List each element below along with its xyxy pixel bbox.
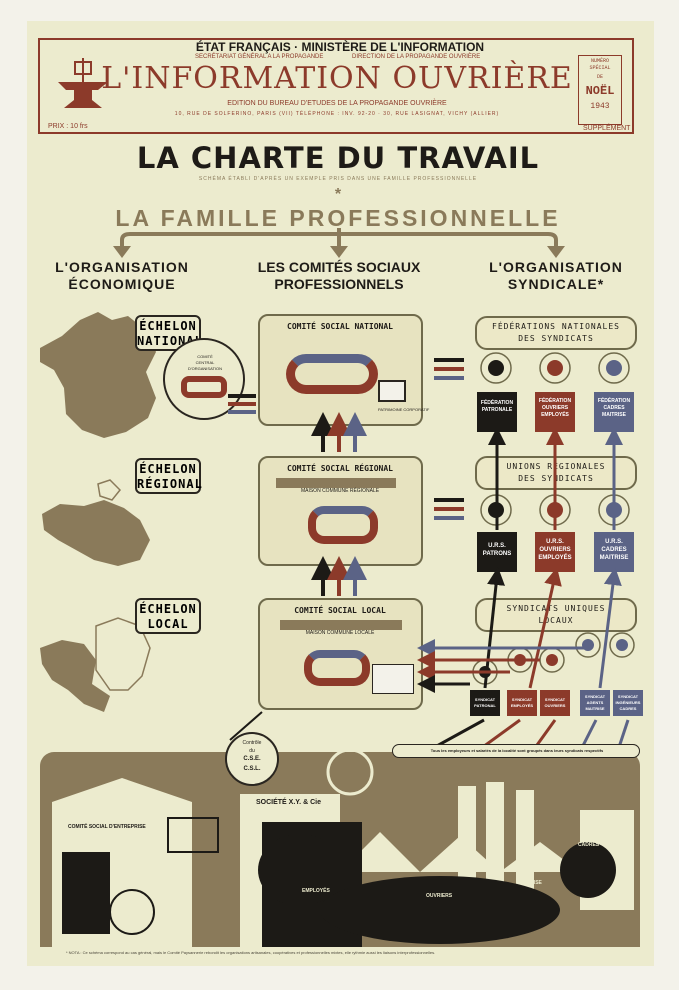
column-middle-line1: LES COMITÉS SOCIAUX xyxy=(257,259,421,275)
roof-icon xyxy=(280,620,402,630)
masthead-price: PRIX : 10 frs xyxy=(48,123,88,130)
controle-line: du xyxy=(249,748,255,754)
masthead-edition: EDITION DU BUREAU D'ETUDES DE LA PROPAGA… xyxy=(227,100,447,107)
maison-locale-label: MAISON COMMUNE LOCALE xyxy=(305,630,375,636)
factory-scene xyxy=(52,752,634,947)
special-line: NUMÉRO xyxy=(590,58,610,64)
map-france-national xyxy=(40,312,156,438)
special-line: SPÉCIAL xyxy=(589,65,611,71)
map-region xyxy=(42,500,150,566)
conference-table-icon xyxy=(304,650,370,686)
comite-central-circle: COMITÉ CENTRAL D'ORGANISATION xyxy=(163,338,245,420)
pill-line: LOCAUX xyxy=(538,616,574,625)
masthead-top-line: ÉTAT FRANÇAIS · MINISTÈRE DE L'INFORMATI… xyxy=(195,40,485,54)
pill-line: SYNDICATS UNIQUES xyxy=(506,604,606,613)
conference-table-icon xyxy=(308,506,378,544)
pill-line: FÉDÉRATIONS NATIONALES xyxy=(492,322,620,331)
comite-org-line: D'ORGANISATION xyxy=(187,366,223,371)
map-region-outline xyxy=(97,479,122,501)
special-line: DE xyxy=(596,74,604,80)
pill-line: DES SYNDICATS xyxy=(518,334,594,343)
conference-table-icon xyxy=(286,354,378,394)
grouping-banner: Tous les employeurs et salariés de la lo… xyxy=(392,744,640,758)
patron-label: PATRON xyxy=(298,817,319,823)
map-local xyxy=(40,640,110,712)
supplement-label: SUPPLÉMENT xyxy=(583,125,631,132)
comite-entreprise-label: COMITÉ SOCIAL D'ENTREPRISE xyxy=(68,824,146,830)
comite-local-box: COMITÉ SOCIAL LOCAL MAISON COMMUNE LOCAL… xyxy=(258,598,423,710)
ouvriers-label: OUVRIERS xyxy=(426,893,453,899)
page-subtitle: SCHÉMA ÉTABLI D'APRÈS UN EXEMPLE PRIS DA… xyxy=(198,176,478,182)
masthead-frame xyxy=(38,38,634,134)
star-mark: * xyxy=(334,186,342,203)
urs-patrons-box: U.R.S.PATRONS xyxy=(477,532,517,572)
column-middle-line2: PROFESSIONNELS xyxy=(274,276,404,292)
comite-regional-box: COMITÉ SOCIAL RÉGIONAL MAISON COMMUNE RÉ… xyxy=(258,456,423,566)
column-right-line1: L'ORGANISATION xyxy=(489,259,623,275)
controle-line: C.S.L. xyxy=(243,766,261,772)
cadres-label: CADRES xyxy=(578,842,600,848)
masthead-sub-left: SECRÉTARIAT GÉNÉRAL A LA PROPAGANDE xyxy=(195,54,324,60)
controle-circle: Contrôle du C.S.E. C.S.L. xyxy=(225,732,279,786)
column-left-line1: L'ORGANISATION xyxy=(55,259,189,275)
masthead-title: L'INFORMATION OUVRIÈRE xyxy=(101,61,573,96)
notice-board-icon xyxy=(372,664,414,694)
page-title: LA CHARTE DU TRAVAIL xyxy=(136,141,540,175)
map-local-outline xyxy=(95,617,151,691)
patrimoine-safe-icon xyxy=(378,380,406,402)
comite-org-line: CENTRAL xyxy=(195,360,215,365)
special-issue-box: NUMÉRO SPÉCIAL DE NOËL 1943 xyxy=(578,55,622,125)
footnote: * NOTA : Ce schéma correspond au cas gén… xyxy=(66,950,436,955)
anvil-logo-icon xyxy=(58,58,108,108)
column-right-line2: SYNDICALE* xyxy=(507,276,605,292)
comite-regional-title: COMITÉ SOCIAL RÉGIONAL xyxy=(287,464,393,473)
masthead-sub-right: DIRECTION DE LA PROPAGANDE OUVRIÈRE xyxy=(352,54,481,60)
banner-text: Tous les employeurs et salariés de la lo… xyxy=(430,748,604,753)
federations-nationales-pill: FÉDÉRATIONS NATIONALES DES SYNDICATS xyxy=(475,316,637,350)
comite-national-title: COMITÉ SOCIAL NATIONAL xyxy=(287,322,393,331)
societe-label: SOCIÉTÉ X.Y. & Cie xyxy=(256,799,321,806)
comite-org-line: COMITÉ xyxy=(197,354,213,359)
maison-regionale-label: MAISON COMMUNE RÉGIONALE xyxy=(300,488,380,494)
comite-national-box: COMITÉ SOCIAL NATIONAL PATRIMOINE CORPOR… xyxy=(258,314,429,426)
masthead-address: 10, RUE DE SOLFERINO, PARIS (VII) TÉLÉPH… xyxy=(174,111,500,117)
roof-icon xyxy=(276,478,396,488)
comite-local-title: COMITÉ SOCIAL LOCAL xyxy=(294,606,386,615)
employes-label: EMPLOYÉS xyxy=(302,888,330,894)
patrimoine-label: PATRIMOINE CORPORATIF xyxy=(378,407,430,412)
special-noel: NOËL xyxy=(585,84,615,98)
special-year: 1943 xyxy=(590,102,610,111)
maitrise-label: MAITRISE xyxy=(518,880,542,886)
controle-line: Contrôle xyxy=(242,740,262,746)
family-heading: LA FAMILLE PROFESSIONNELLE xyxy=(115,205,561,231)
round-table-icon xyxy=(181,376,227,398)
column-left-line2: ÉCONOMIQUE xyxy=(68,276,176,292)
controle-line: C.S.E. xyxy=(243,756,261,762)
